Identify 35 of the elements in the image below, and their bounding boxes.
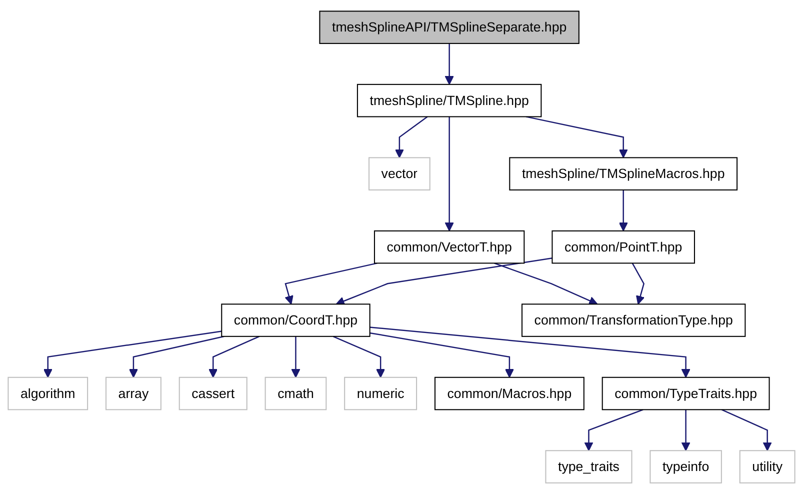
include-graph: tmeshSplineAPI/TMSplineSeparate.hpp tmeshSpline/TMSpline.hpp vector tmeshSpline/TMSplineMacros.hpp common/VectorT.hpp common/PointT.hpp common/CoordT.hpp common/TransformationType.hpp algorithm array cassert cmath numeric common/Macros.hpp common/TypeTraits.hpp type_traits typeinfo utility — [0, 3, 803, 492]
node-box — [178, 377, 248, 411]
node-box — [8, 377, 88, 411]
arrow — [291, 336, 300, 378]
arrow — [618, 190, 628, 232]
arrow — [128, 336, 224, 378]
arrow — [681, 410, 690, 452]
node-box — [374, 230, 525, 264]
arrow — [370, 327, 690, 378]
node-box — [739, 450, 796, 484]
node-box — [650, 450, 722, 484]
arrow — [632, 263, 645, 305]
node-box — [105, 377, 162, 411]
arrow — [43, 331, 222, 378]
arrow — [370, 332, 514, 378]
node-box — [552, 230, 695, 264]
node-box — [434, 377, 584, 411]
node-box — [602, 377, 770, 411]
node-box — [368, 158, 430, 191]
node-box — [319, 11, 580, 44]
node-box — [521, 304, 746, 338]
arrow — [332, 336, 386, 378]
arrow — [444, 117, 454, 232]
arrow — [721, 410, 772, 452]
node-box — [221, 304, 370, 338]
arrow — [444, 44, 454, 86]
node-box — [344, 377, 418, 411]
arrow — [208, 336, 260, 378]
node-box — [509, 158, 738, 191]
node-box — [545, 450, 632, 484]
node-box — [264, 377, 327, 411]
arrow — [394, 116, 428, 159]
arrow — [336, 258, 552, 306]
node-box — [356, 84, 542, 118]
arrow — [284, 263, 378, 305]
